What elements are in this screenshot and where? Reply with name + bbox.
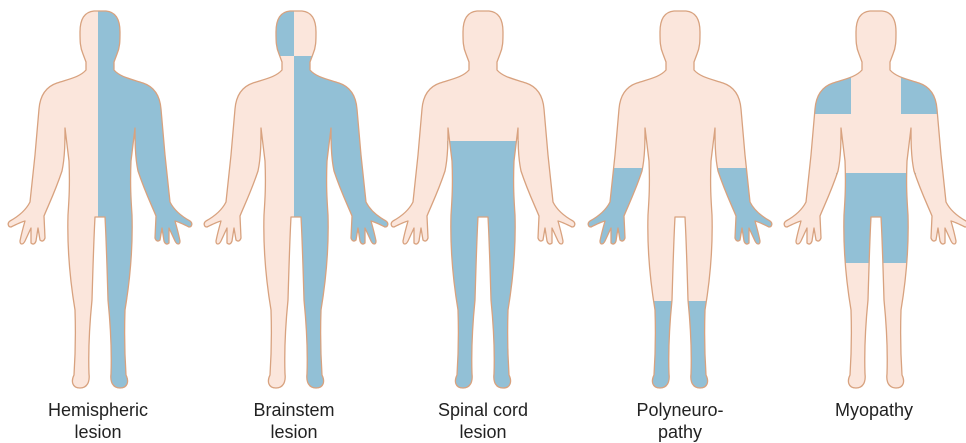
caption-line: lesion [13,421,183,443]
caption-line: Spinal cord [398,399,568,421]
figure-myopathy [784,11,966,388]
affected-area-hips-and-thighs [836,173,916,263]
caption-line: Polyneuro- [595,399,765,421]
caption-line: pathy [595,421,765,443]
affected-area-feet-and-lower-legs [640,301,720,391]
caption-line: lesion [398,421,568,443]
caption-myopathy: Myopathy [789,399,959,421]
figure-spinal-cord-lesion [391,11,575,391]
caption-polyneuropathy: Polyneuro- pathy [595,399,765,443]
figure-brainstem-lesion [204,10,404,391]
figure-polyneuropathy [580,11,780,391]
caption-line: Brainstem [209,399,379,421]
caption-spinal-cord-lesion: Spinal cord lesion [398,399,568,443]
caption-line: lesion [209,421,379,443]
caption-brainstem-lesion: Brainstem lesion [209,399,379,443]
figure-hemispheric-lesion [8,10,208,391]
affected-area-left-face [256,10,294,56]
caption-hemispheric-lesion: Hemispheric lesion [13,399,183,443]
caption-line: Myopathy [789,399,959,421]
affected-area-left-shoulder [806,70,851,114]
caption-line: Hemispheric [13,399,183,421]
affected-area-right-shoulder [901,70,946,114]
